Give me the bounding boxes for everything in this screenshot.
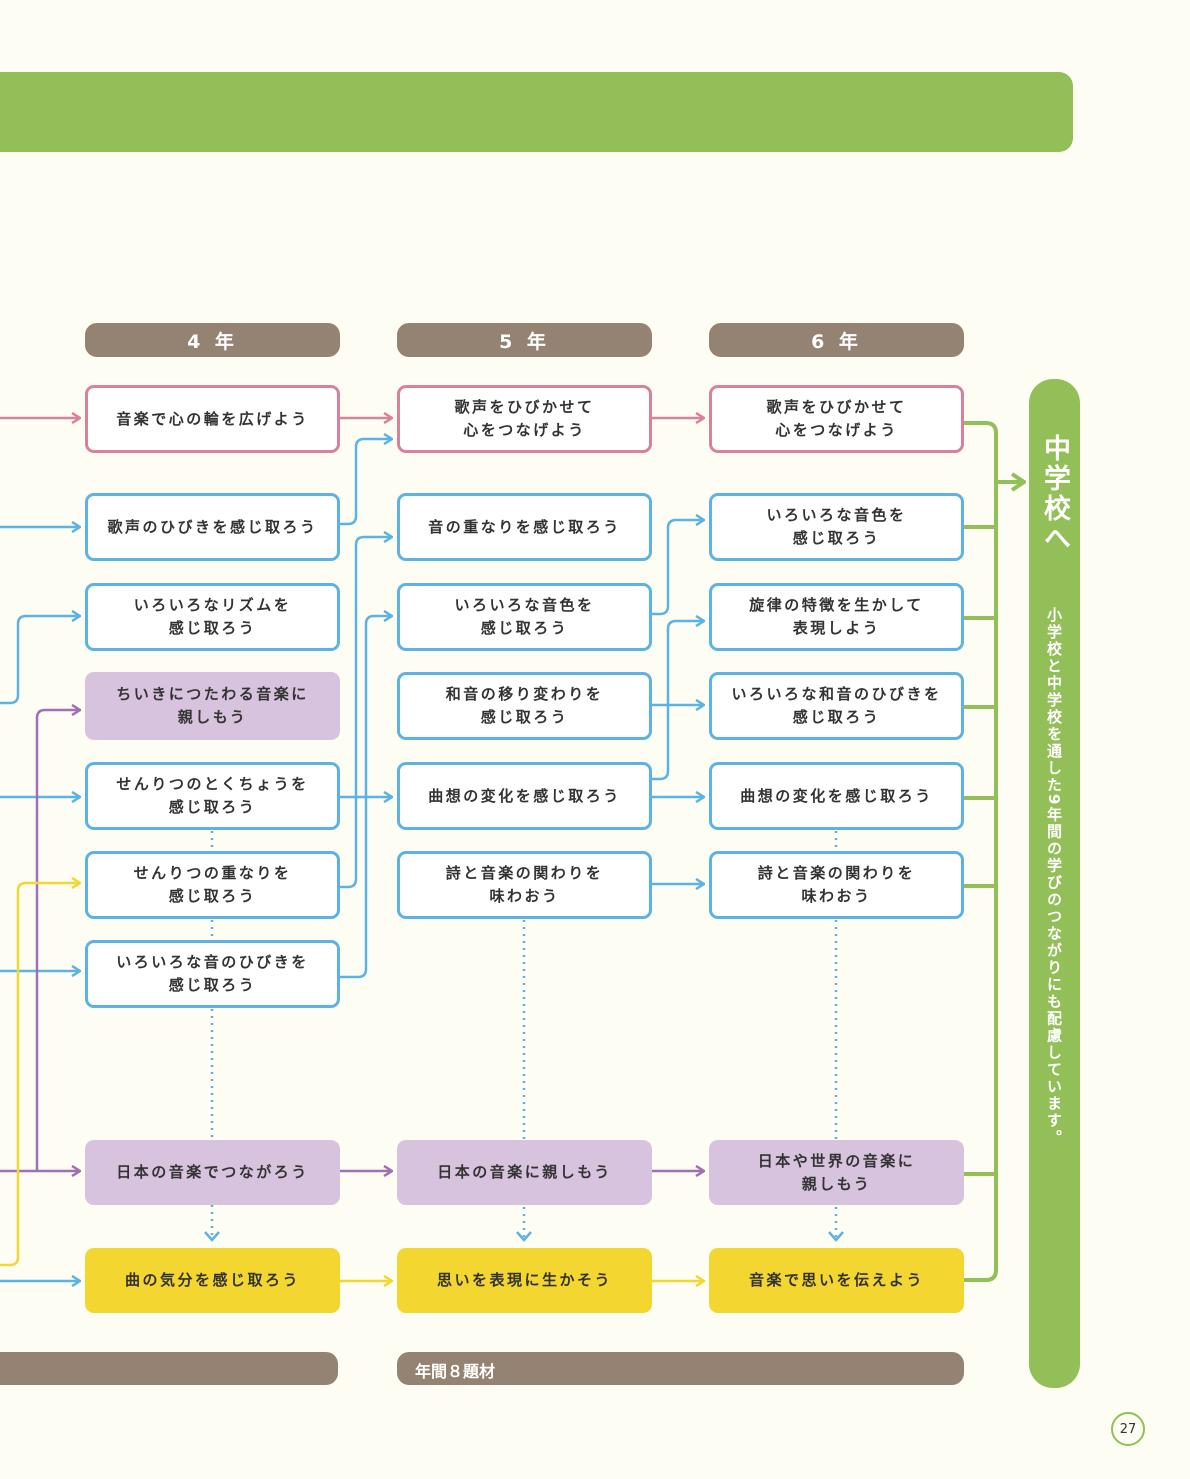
topic-4-r4: ちいきにつたわる音楽に 親しもう <box>85 672 340 740</box>
topic-6-r9: 音楽で思いを伝えよう <box>709 1248 964 1313</box>
topic-5-r5: 曲想の変化を感じ取ろう <box>397 762 652 830</box>
topic-5-r2: 音の重なりを感じ取ろう <box>397 493 652 561</box>
year-header-4: 4 年 <box>85 323 340 357</box>
annual-label: 年間８題材 <box>415 1362 496 1381</box>
topic-4-r5: せんりつのとくちょうを 感じ取ろう <box>85 762 340 830</box>
topic-4-r7: いろいろな音のひびきを 感じ取ろう <box>85 940 340 1008</box>
arrow-blue-r6-r2 <box>340 537 392 889</box>
topic-4-r3: いろいろなリズムを 感じ取ろう <box>85 583 340 651</box>
topic-6-r3: 旋律の特徴を生かして 表現しよう <box>709 583 964 651</box>
year-header-6: 6 年 <box>709 323 964 357</box>
green-collector <box>964 421 998 1282</box>
topic-6-r6: 詩と音楽の関わりを 味わおう <box>709 851 964 919</box>
topic-6-r8: 日本や世界の音楽に 親しもう <box>709 1140 964 1205</box>
arrow-blue-r3-r2 <box>652 520 704 616</box>
arrow-blue-r5-r3 <box>652 621 704 781</box>
topic-6-r2: いろいろな音色を 感じ取ろう <box>709 493 964 561</box>
green-branches <box>964 525 996 1176</box>
topic-5-r9: 思いを表現に生かそう <box>397 1248 652 1313</box>
arrow-purple-r4-in <box>35 710 80 1171</box>
topic-4-r9: 曲の気分を感じ取ろう <box>85 1248 340 1313</box>
dotted-arrowhead-6 <box>828 1231 844 1242</box>
page-number: 27 <box>1111 1412 1145 1446</box>
topic-6-r1: 歌声をひびかせて 心をつなげよう <box>709 385 964 453</box>
topic-4-r1: 音楽で心の輪を広げよう <box>85 385 340 453</box>
header-banner <box>0 72 1073 152</box>
arrow-blue-r2-r1 <box>340 439 392 526</box>
topic-4-r2: 歌声のひびきを感じ取ろう <box>85 493 340 561</box>
dotted-arrowhead-5 <box>516 1231 532 1242</box>
topic-6-r4: いろいろな和音のひびきを 感じ取ろう <box>709 672 964 740</box>
topic-5-r8: 日本の音楽に親しもう <box>397 1140 652 1205</box>
junior-high-title: 中学校へ <box>1039 434 1070 554</box>
arrow-yellow-r6-in <box>0 883 80 1267</box>
topic-4-r8: 日本の音楽でつながろう <box>85 1140 340 1205</box>
bottom-bar-annual: 年間８題材 <box>397 1352 964 1385</box>
topic-5-r3: いろいろな音色を 感じ取ろう <box>397 583 652 651</box>
topic-5-r4: 和音の移り変わりを 感じ取ろう <box>397 672 652 740</box>
junior-high-note: 小学校と中学校を通した9年間の学びのつながりにも配慮しています。 <box>1045 607 1063 1147</box>
topic-5-r1: 歌声をひびかせて 心をつなげよう <box>397 385 652 453</box>
arrow-blue-r3-in <box>0 616 80 705</box>
topic-6-r5: 曲想の変化を感じ取ろう <box>709 762 964 830</box>
topic-4-r6: せんりつの重なりを 感じ取ろう <box>85 851 340 919</box>
topic-5-r6: 詩と音楽の関わりを 味わおう <box>397 851 652 919</box>
dotted-arrowhead-4 <box>204 1231 220 1242</box>
junior-high-bar: 中学校へ 小学校と中学校を通した9年間の学びのつながりにも配慮しています。 <box>1029 379 1080 1388</box>
bottom-bar-left <box>0 1352 338 1385</box>
year-header-5: 5 年 <box>397 323 652 357</box>
